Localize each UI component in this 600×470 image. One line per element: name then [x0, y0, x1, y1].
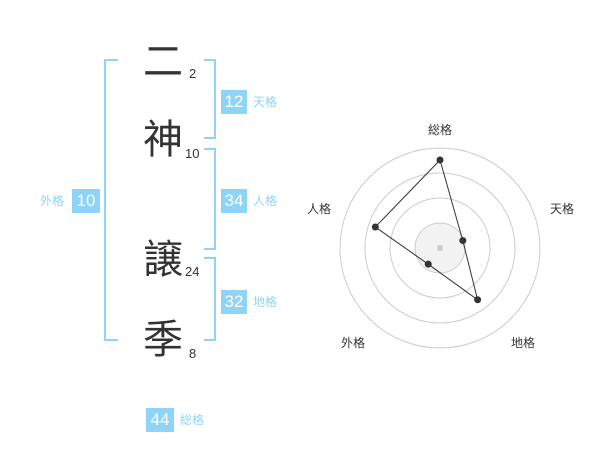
radar-point-2	[474, 296, 482, 304]
name-char-3: 譲	[143, 237, 183, 283]
soukaku-label: 総格	[180, 413, 205, 427]
radar-ring-2	[389, 197, 491, 299]
stroke-count-4: 8	[189, 346, 197, 361]
stroke-count-2: 10	[185, 146, 200, 161]
radar-center	[437, 245, 443, 251]
tenkaku-value: 12	[221, 90, 247, 114]
chikaku-value: 32	[221, 290, 247, 314]
name-char-4: 季	[143, 317, 183, 363]
radar-points	[371, 156, 482, 304]
radar-label-chikaku: 地格	[511, 335, 535, 350]
tenkaku-label: 天格	[253, 95, 278, 109]
soukaku-value: 44	[146, 408, 174, 432]
radar-point-3	[424, 260, 432, 268]
radar-label-soukaku: 総格	[428, 122, 452, 137]
stroke-count-1: 2	[189, 66, 197, 81]
radar-ring-3	[364, 172, 516, 324]
radar-point-0	[436, 156, 444, 164]
radar-label-tenkaku: 天格	[550, 201, 574, 216]
radar-label-gaikaku: 外格	[341, 335, 365, 350]
tenkaku-bracket	[204, 59, 216, 139]
name-char-1: 二	[143, 39, 183, 85]
gaikaku-label: 外格	[40, 194, 65, 208]
chikaku-label: 地格	[253, 295, 278, 309]
radar-point-4	[371, 223, 379, 231]
gaikaku-value: 10	[72, 189, 100, 213]
radar-ring-4	[339, 147, 541, 349]
radar-label-jinkaku: 人格	[307, 201, 331, 216]
radar-point-1	[459, 237, 467, 245]
jinkaku-value: 34	[221, 189, 247, 213]
stroke-count-3: 24	[185, 264, 200, 279]
chikaku-bracket	[204, 257, 216, 341]
name-char-2: 神	[143, 117, 183, 163]
jinkaku-bracket	[204, 148, 216, 250]
radar-area	[374, 159, 479, 302]
gaikaku-bracket	[104, 59, 118, 341]
jinkaku-label: 人格	[253, 194, 278, 208]
